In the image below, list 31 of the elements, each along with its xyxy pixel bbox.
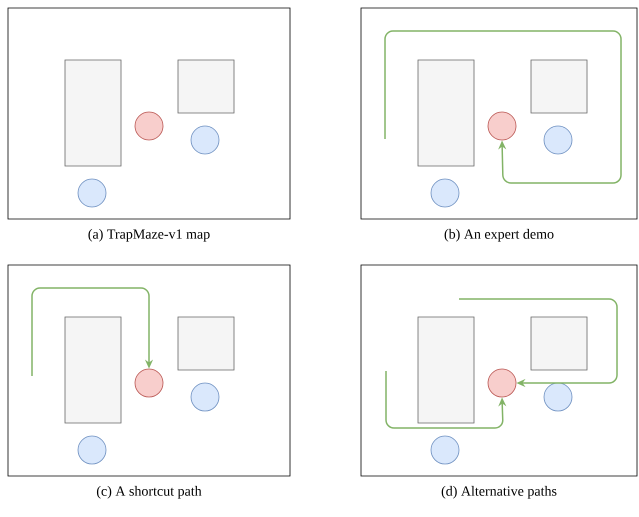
map-panel: (a) TrapMaze-v1 map: [8, 8, 290, 242]
start-circle: [430, 178, 460, 208]
obstacle-box: [64, 316, 122, 424]
goal-circle: [488, 112, 516, 140]
path-arrow: [384, 30, 622, 184]
node-label: (b) An expert demo: [444, 228, 554, 242]
obstacle-box: [64, 60, 122, 166]
start-circle: [190, 382, 220, 412]
path-arrow: [459, 298, 618, 388]
start-circle: [430, 436, 460, 464]
goal-circle: [134, 368, 164, 398]
start-circle: [78, 436, 106, 464]
goal-circle: [134, 112, 164, 140]
start-circle: [190, 126, 220, 154]
obstacle-box: [530, 316, 588, 370]
start-circle: [544, 382, 572, 412]
start-circle: [544, 126, 572, 154]
node-label: (d) Alternative paths: [442, 486, 556, 499]
map-panel: (c) A shortcut path: [8, 264, 290, 499]
start-circle: [78, 178, 106, 208]
goal-circle: [488, 368, 516, 398]
node-label: (a) TrapMaze-v1 map: [88, 228, 210, 242]
obstacle-box: [178, 60, 234, 114]
node-label: (c) A shortcut path: [96, 486, 202, 499]
obstacle-box: [418, 60, 474, 166]
obstacle-box: [178, 316, 234, 370]
obstacle-box: [418, 316, 474, 424]
path-arrow: [31, 287, 154, 376]
map-panel: (d) Alternative paths: [360, 264, 638, 499]
map-panel: (b) An expert demo: [360, 8, 638, 242]
obstacle-box: [530, 60, 588, 114]
